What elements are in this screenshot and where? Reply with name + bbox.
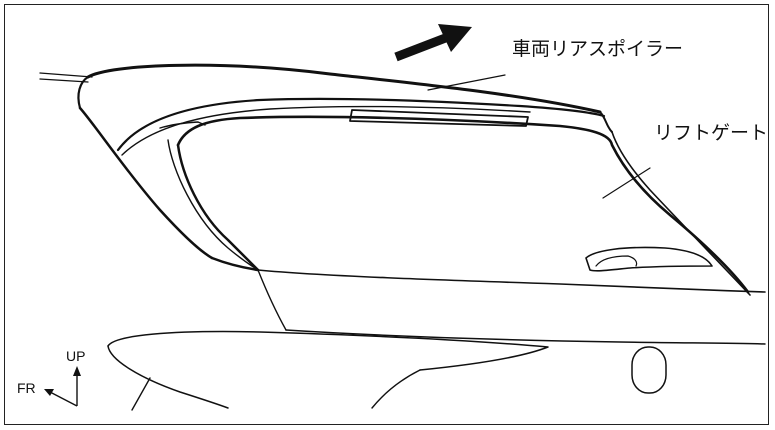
orientation-axes [44,366,81,407]
spoiler-lip-inner [121,105,531,156]
rear-glass-outline [176,115,750,294]
right-body-edge [611,131,751,296]
front-axis-label: FR [17,380,36,396]
liftgate-leader-line [602,167,651,199]
lower-panel-edge [285,329,766,345]
rear-lamp-edge [131,377,151,411]
handle-garnish [585,246,713,272]
rear-lamp [107,330,549,371]
liftgate-bottom-edge [257,269,766,293]
diagram-frame [4,4,769,425]
spoiler-end-cap [599,111,613,133]
spoiler-top-edge [86,63,602,114]
side-panel-edge [210,256,260,272]
quarter-seam [257,269,287,331]
roof-line-upper [39,72,93,78]
c-pillar-inner [167,139,259,271]
handle-inner [595,255,638,267]
spoiler-front-edge [77,75,90,110]
spoiler-lip-outer [116,97,606,152]
up-axis-label: UP [66,348,86,364]
c-pillar-outer [159,121,206,129]
rear-lamp-lower [107,345,229,409]
spoiler-side-edge [78,106,214,260]
spoiler-label: 車両リアスポイラー [512,38,684,60]
glass-left-edge [176,143,260,272]
liftgate-label: リフトゲート [654,122,769,144]
direction-arrow [394,24,472,62]
bumper-line [371,369,421,409]
reflector [631,346,667,394]
roof-line-lower [39,78,89,83]
spoiler-leader-line [427,74,506,91]
